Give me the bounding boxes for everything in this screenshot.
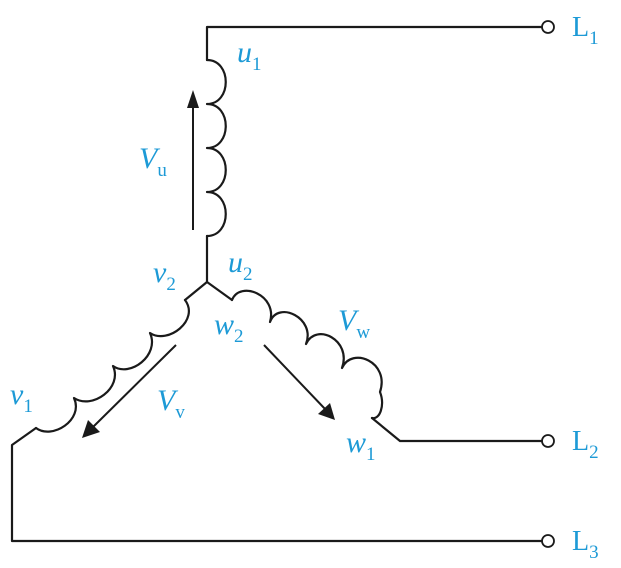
arrow-vw-head — [318, 403, 335, 420]
wire-neutral-to-w2 — [205, 280, 234, 302]
arrow-vu-head — [187, 90, 199, 108]
arrow-vv — [91, 344, 177, 429]
arrow-vw — [263, 344, 327, 411]
label-l3: L3 — [572, 526, 599, 563]
label-vu: Vu — [139, 142, 167, 181]
terminal-l1 — [541, 20, 555, 34]
wire-w1-to-l2 — [370, 416, 550, 443]
label-w1: w1 — [346, 426, 376, 465]
coil-w — [230, 289, 384, 420]
label-vw: Vw — [338, 304, 370, 343]
coil-u — [205, 58, 227, 238]
terminal-l3 — [541, 534, 555, 548]
wire-v1-to-l3 — [10, 426, 550, 543]
label-u2: u2 — [228, 246, 253, 285]
coil-v — [34, 298, 190, 433]
label-u1: u1 — [237, 36, 262, 75]
terminal-l2 — [541, 434, 555, 448]
label-l1: L1 — [572, 12, 599, 49]
label-v1: v1 — [10, 378, 33, 417]
wire-l1 — [205, 25, 550, 62]
label-vv: Vv — [157, 384, 185, 423]
label-l2: L2 — [572, 426, 599, 463]
wire-neutral-to-v2 — [183, 280, 209, 302]
label-v2: v2 — [153, 256, 176, 295]
label-w2: w2 — [214, 308, 244, 347]
arrow-vv-head — [82, 420, 100, 438]
